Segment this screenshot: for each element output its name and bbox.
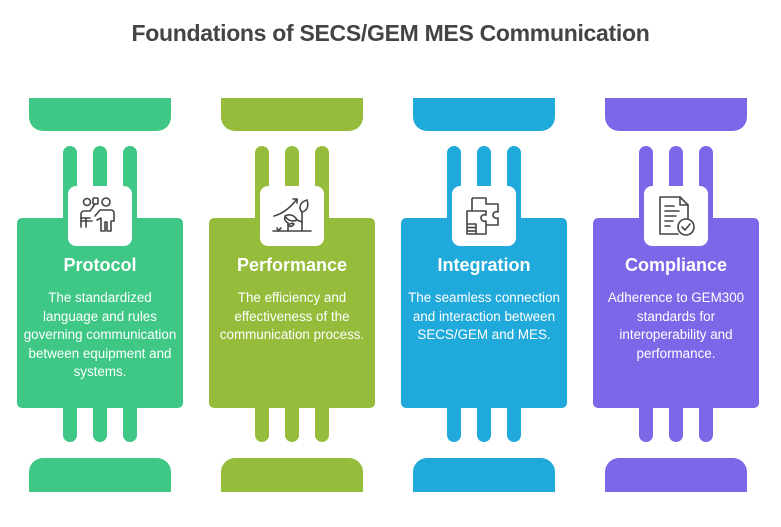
pillar-shaft-lower (315, 406, 329, 442)
people-presentation-icon (80, 197, 115, 232)
card-title: Protocol (63, 255, 137, 275)
column-performance: Performance The efficiency and effective… (192, 0, 392, 527)
pillar-base (413, 458, 555, 492)
pillar-top-cap (29, 98, 171, 131)
pillar-top-cap (221, 98, 363, 131)
card-description: Adherence to GEM300 standards for intero… (607, 290, 745, 361)
pillar-base (221, 458, 363, 492)
card-description: The seamless connection and interaction … (408, 290, 560, 343)
document-check-icon (659, 196, 695, 236)
pillar-card (209, 218, 375, 408)
card-title: Performance (236, 255, 348, 275)
pillar-shaft-lower (93, 406, 107, 442)
icon-container (68, 186, 132, 246)
pillar-shaft-lower (123, 406, 137, 442)
pillar-base (29, 458, 171, 492)
pillar-top-cap (413, 98, 555, 131)
card-description: The efficiency and effectiveness of the … (219, 290, 365, 343)
pillar-shaft-lower (477, 406, 491, 442)
pillar-shaft-lower (63, 406, 77, 442)
pillar-card (401, 218, 567, 408)
column-compliance: Compliance Adherence to GEM300 standards… (576, 0, 776, 527)
puzzle-pieces-icon (466, 197, 499, 235)
card-title: Compliance (624, 255, 728, 275)
pillar-shaft-lower (255, 406, 269, 442)
column-protocol: Protocol The standardized language and r… (0, 0, 200, 527)
pillar-shaft-lower (669, 406, 683, 442)
plant-growth-icon (272, 198, 312, 232)
column-integration: Integration The seamless connection and … (384, 0, 584, 527)
pillar-card (593, 218, 759, 408)
pillar-top-cap (605, 98, 747, 131)
pillar-shaft-lower (699, 406, 713, 442)
card-title: Integration (437, 255, 531, 275)
icon-container (452, 186, 516, 246)
pillar-shaft-lower (639, 406, 653, 442)
icon-container (260, 186, 324, 246)
pillar-base (605, 458, 747, 492)
diagram-title: Foundations of SECS/GEM MES Communicatio… (131, 20, 650, 46)
pillar-shaft-lower (507, 406, 521, 442)
icon-container (644, 186, 708, 246)
pillar-card (17, 218, 183, 408)
card-description: The standardized language and rules gove… (23, 290, 177, 380)
pillar-shaft-lower (447, 406, 461, 442)
pillar-shaft-lower (285, 406, 299, 442)
